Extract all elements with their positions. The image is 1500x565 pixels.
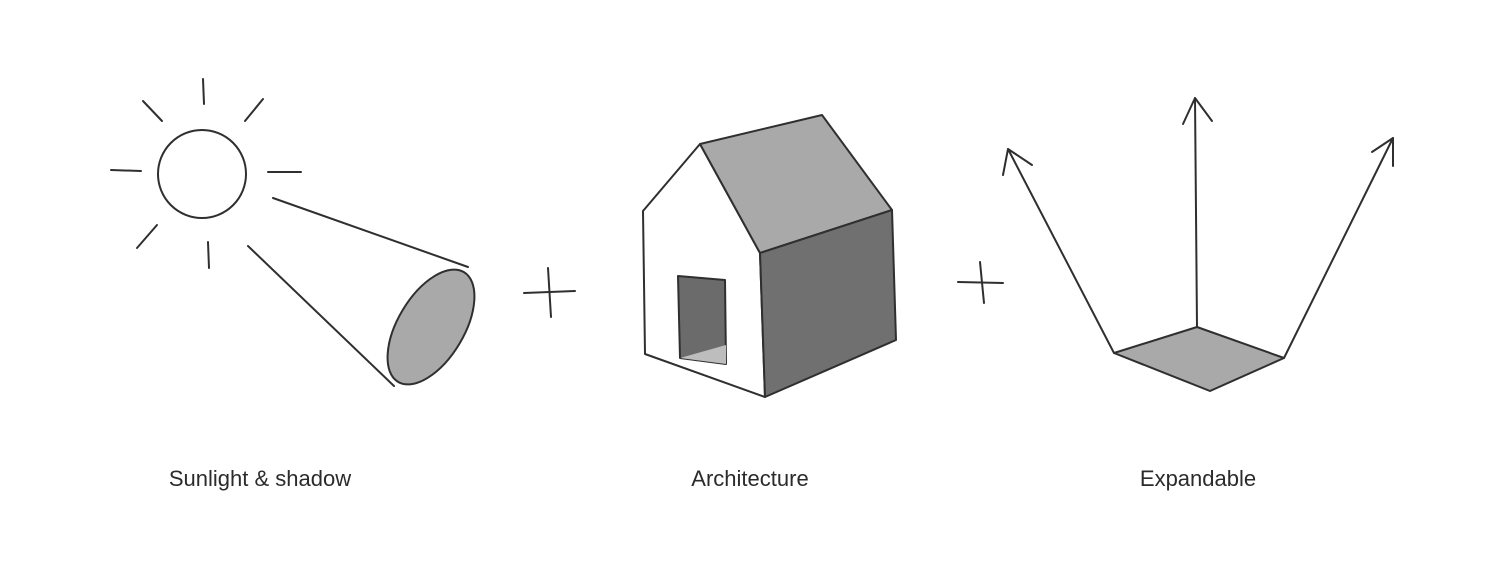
sun-icon [110,78,302,269]
light-cone-icon [247,197,476,387]
plus-icon [957,261,1004,304]
house-icon [642,114,897,398]
label-expandable: Expandable [1139,466,1257,491]
label-architecture: Architecture [691,466,809,491]
expanding-arrows-icon [1002,97,1394,392]
label-sunlight-shadow: Sunlight & shadow [168,466,352,491]
plus-icon [523,267,576,318]
